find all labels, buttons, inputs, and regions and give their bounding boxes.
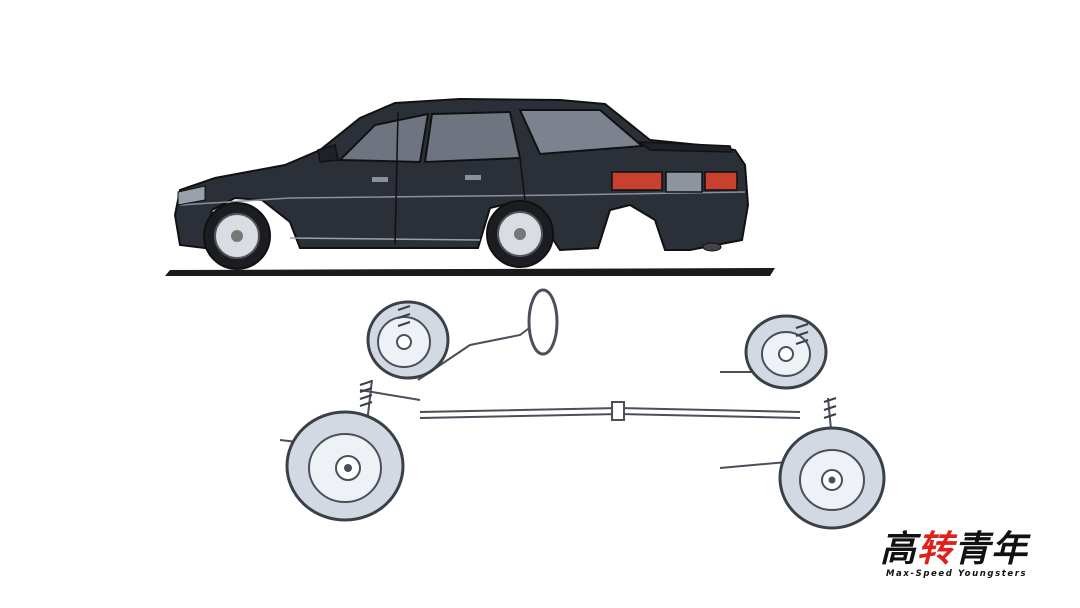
car-rocker-line xyxy=(289,237,481,241)
brand-logo-chinese: 高转青年 xyxy=(880,530,1028,570)
brand-logo-char-accent: 转 xyxy=(917,529,955,570)
brand-logo-english: Max-Speed Youngsters xyxy=(886,569,1028,579)
rear-right-brake-disc xyxy=(744,314,828,390)
car-tail-light-right xyxy=(704,171,738,191)
car-body-crease xyxy=(179,191,746,206)
car-ground-shadow xyxy=(165,268,775,276)
car-side-window-front xyxy=(337,112,430,164)
car-rear-window xyxy=(518,109,645,156)
car-exhaust xyxy=(702,242,722,252)
car-tail-light-left xyxy=(611,171,663,191)
brand-logo-char-rest: 青年 xyxy=(954,529,1029,570)
front-coil-spring xyxy=(359,305,411,407)
car-door-handle-rear xyxy=(465,175,481,180)
car-headlight xyxy=(177,185,206,206)
car-side-mirror xyxy=(317,144,339,163)
steering-wheel xyxy=(527,288,559,356)
front-right-brake-disc xyxy=(366,300,450,380)
center-joint xyxy=(611,401,625,421)
brand-logo-char-1: 高 xyxy=(880,529,918,570)
car-door-handle-front xyxy=(372,177,388,182)
center-link-rod xyxy=(419,406,801,413)
front-left-brake-disc xyxy=(285,410,405,522)
car-rear-spoiler xyxy=(637,141,734,153)
sedan-car xyxy=(173,97,750,252)
car-door-line-2 xyxy=(519,157,526,201)
car-rear-wheel xyxy=(486,200,554,268)
rear-coil-spring xyxy=(795,323,837,419)
rear-left-brake-disc xyxy=(778,426,886,530)
car-door-line-1 xyxy=(394,111,399,246)
car-license-plate xyxy=(665,171,703,193)
car-front-wheel xyxy=(203,202,271,270)
center-link-rod-2 xyxy=(419,412,801,419)
brand-logo: 高转青年 Max-Speed Youngsters xyxy=(880,530,1060,582)
car-side-window-rear xyxy=(423,110,522,164)
